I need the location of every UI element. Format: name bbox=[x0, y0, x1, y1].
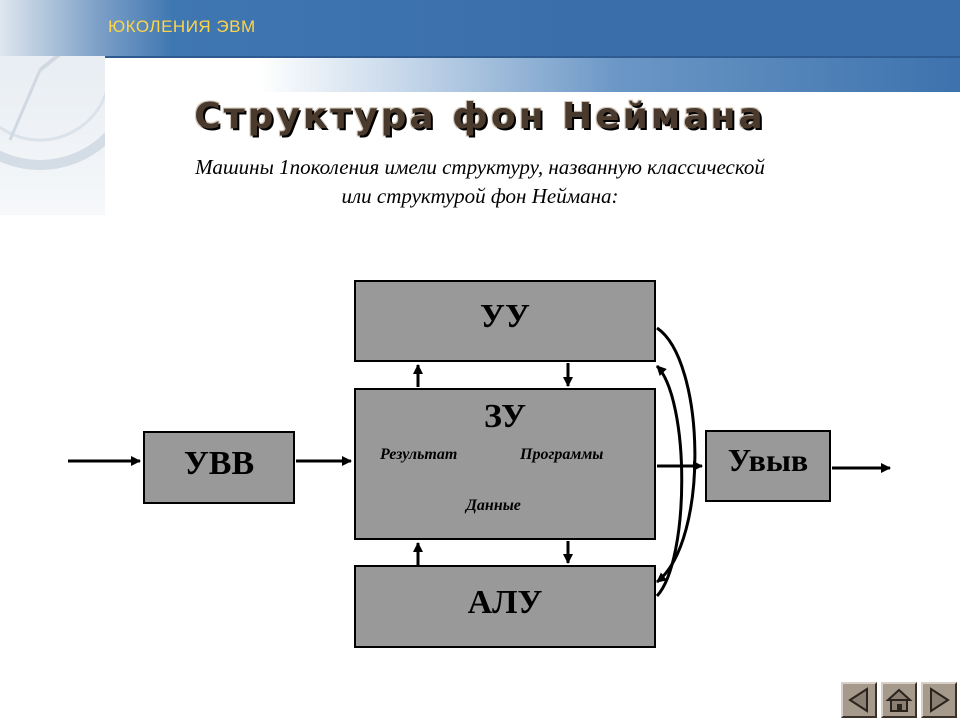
control-unit-label: УУ bbox=[480, 298, 530, 335]
triangle-right-icon bbox=[930, 687, 950, 713]
control-unit-box: УУ bbox=[354, 280, 656, 362]
banner-gradient-strip bbox=[105, 58, 960, 92]
subtitle-line-2: или структурой фон Неймана: bbox=[341, 184, 619, 208]
alu-label: АЛУ bbox=[467, 584, 543, 621]
home-slide-button[interactable] bbox=[881, 682, 917, 718]
slide-subtitle: Машины 1поколения имели структуру, назва… bbox=[80, 153, 880, 211]
subtitle-line-1: Машины 1поколения имели структуру, назва… bbox=[195, 155, 765, 179]
header-title: ЮКОЛЕНИЯ ЭВМ bbox=[108, 17, 256, 36]
slide-title: Структура фон Неймана bbox=[194, 96, 766, 137]
input-device-box: УВВ bbox=[143, 431, 295, 504]
output-device-box: Увыв bbox=[705, 430, 831, 502]
curve-alu-to-uu bbox=[655, 364, 684, 598]
memory-programs-label: Программы bbox=[520, 446, 604, 463]
top-banner bbox=[0, 0, 960, 56]
output-device-label: Увыв bbox=[727, 442, 809, 478]
home-icon bbox=[885, 688, 913, 712]
memory-unit-box: ЗУ Результат Программы Данные bbox=[354, 388, 656, 540]
next-slide-button[interactable] bbox=[921, 682, 957, 718]
input-device-label: УВВ bbox=[183, 445, 255, 482]
memory-result-label: Результат bbox=[380, 446, 458, 463]
previous-slide-button[interactable] bbox=[841, 682, 877, 718]
alu-box: АЛУ bbox=[354, 565, 656, 648]
memory-data-label: Данные bbox=[466, 497, 521, 514]
triangle-left-icon bbox=[848, 687, 868, 713]
banner-divider bbox=[105, 56, 960, 58]
memory-unit-label: ЗУ bbox=[483, 398, 527, 435]
